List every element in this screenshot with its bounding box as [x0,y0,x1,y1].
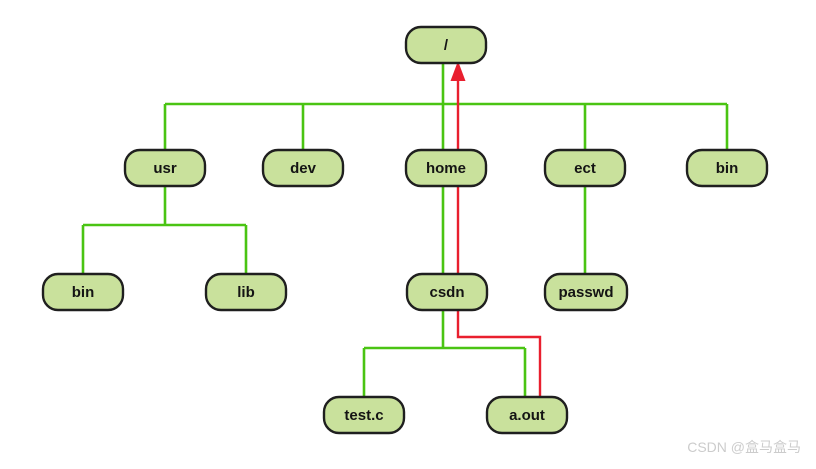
highlight-path-line [456,79,542,397]
node-dev-label: dev [290,160,317,177]
highlight-path-aout-to-root [450,61,542,397]
node-home: home [404,148,488,188]
node-usr-label: usr [153,160,177,177]
node-passwd-box [543,272,629,312]
node-root-label: / [444,37,449,54]
node-bin: bin [685,148,769,188]
node-a-out-box [485,395,569,435]
node-csdn: csdn [405,272,489,312]
node-bin-box [685,148,769,188]
node-home-label: home [426,160,466,177]
node-passwd: passwd [543,272,629,312]
node-root: / [404,25,488,65]
node-csdn-box [405,272,489,312]
node-passwd-label: passwd [558,284,613,301]
node-bin-label: bin [716,160,739,177]
node-dev: dev [261,148,345,188]
node-test-c: test.c [322,395,406,435]
arrow-up-icon [450,61,466,81]
watermark-text: CSDN @盒马盒马 [687,439,801,455]
node-usr-box [123,148,207,188]
node-usr-bin-box [41,272,125,312]
node-usr: usr [123,148,207,188]
node-usr-bin-label: bin [72,284,95,301]
node-usr-lib-label: lib [237,284,255,301]
tree-edges [81,63,729,397]
node-root-box [404,25,488,65]
node-usr-bin: bin [41,272,125,312]
node-ect-box [543,148,627,188]
node-usr-lib-box [204,272,288,312]
node-test-c-label: test.c [344,407,383,424]
node-ect-label: ect [574,160,596,177]
node-a-out-label: a.out [509,407,545,424]
node-home-box [404,148,488,188]
node-usr-lib: lib [204,272,288,312]
node-dev-box [261,148,345,188]
node-csdn-label: csdn [429,284,464,301]
node-a-out: a.out [485,395,569,435]
node-test-c-box [322,395,406,435]
node-ect: ect [543,148,627,188]
